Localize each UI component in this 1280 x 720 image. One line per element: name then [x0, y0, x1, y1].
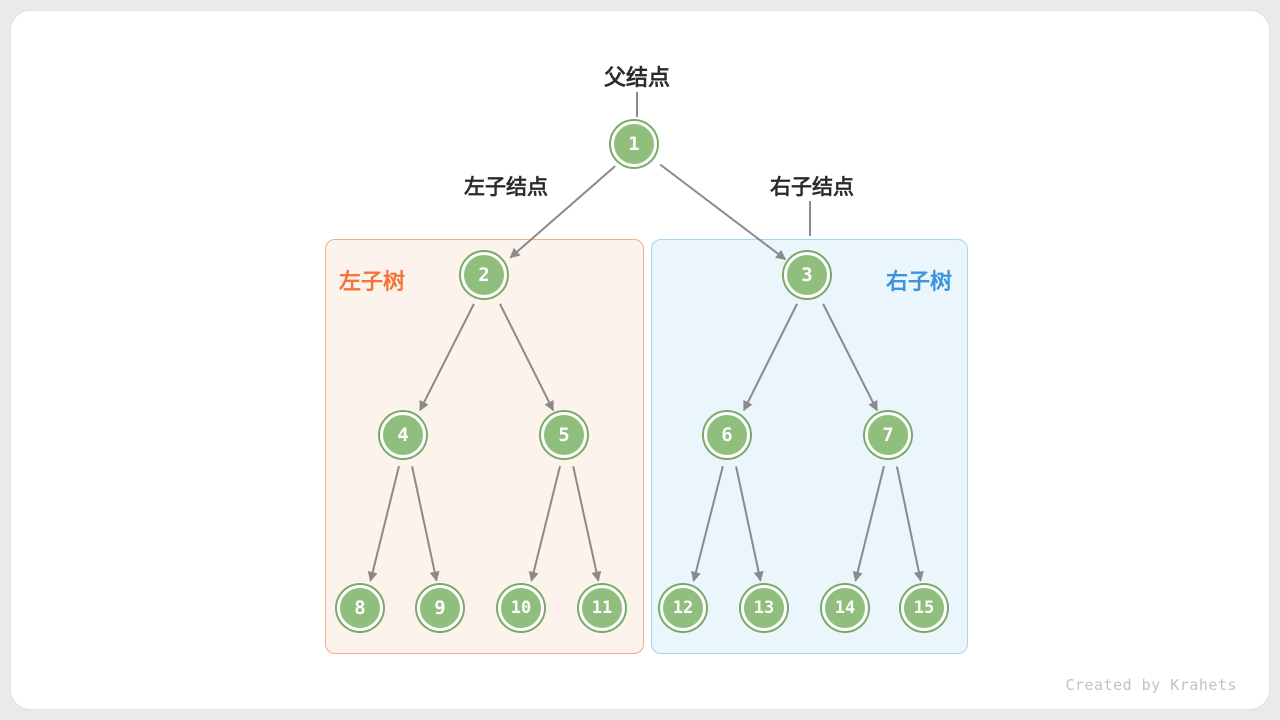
tree-node-13: 13 [741, 585, 787, 631]
right-subtree-box [651, 239, 968, 654]
tree-node-7: 7 [865, 412, 911, 458]
tree-node-15: 15 [901, 585, 947, 631]
tree-node-4: 4 [380, 412, 426, 458]
tree-node-1: 1 [611, 121, 657, 167]
tree-node-5: 5 [541, 412, 587, 458]
tree-node-10: 10 [498, 585, 544, 631]
tree-node-12: 12 [660, 585, 706, 631]
tree-node-6: 6 [704, 412, 750, 458]
tree-node-9: 9 [417, 585, 463, 631]
tree-node-3: 3 [784, 252, 830, 298]
left-subtree-box [325, 239, 644, 654]
tree-node-11: 11 [579, 585, 625, 631]
tree-node-2: 2 [461, 252, 507, 298]
tree-node-14: 14 [822, 585, 868, 631]
tree-node-8: 8 [337, 585, 383, 631]
